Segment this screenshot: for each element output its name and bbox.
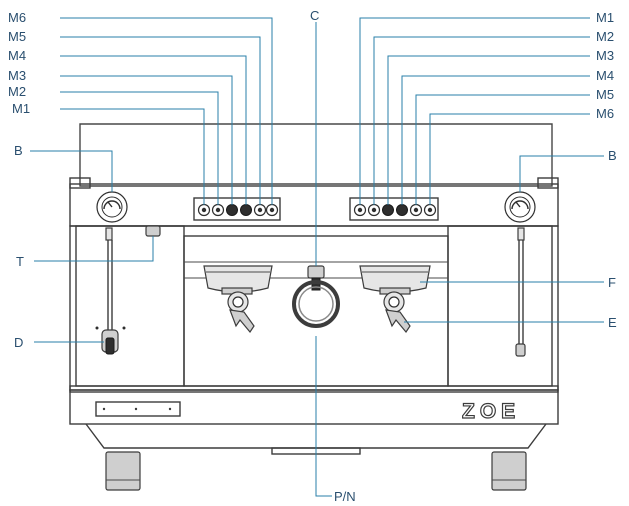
left-side-panel	[75, 225, 185, 387]
label-right-m4: M4	[596, 68, 614, 83]
hot-water-tap-icon	[145, 225, 161, 237]
label-left-m3: M3	[8, 68, 26, 83]
left-gauge-icon	[96, 191, 128, 223]
label-c: C	[310, 8, 319, 23]
label-b-left: B	[14, 143, 23, 158]
label-left-m5: M5	[8, 29, 26, 44]
right-side-panel	[447, 225, 553, 387]
left-button-panel	[193, 197, 281, 221]
zoe-logo: ZOE	[462, 400, 520, 423]
right-button-panel	[349, 197, 439, 221]
label-right-m5: M5	[596, 87, 614, 102]
left-steam-wand	[95, 227, 126, 355]
leader-lines	[30, 17, 604, 497]
right-group-head	[359, 265, 431, 334]
label-f: F	[608, 275, 616, 290]
label-d: D	[14, 335, 23, 350]
label-e: E	[608, 315, 617, 330]
right-gauge-icon	[504, 191, 536, 223]
left-foot	[105, 451, 141, 491]
label-left-m6: M6	[8, 10, 26, 25]
machine-frame	[69, 225, 559, 391]
label-right-m2: M2	[596, 29, 614, 44]
machine-body: ZOE	[69, 123, 559, 491]
right-foot	[491, 451, 527, 491]
name-plate	[95, 401, 181, 417]
label-left-m1: M1	[12, 101, 30, 116]
label-right-m6: M6	[596, 106, 614, 121]
label-left-m2: M2	[8, 84, 26, 99]
label-pn: P/N	[334, 489, 356, 504]
label-left-m4: M4	[8, 48, 26, 63]
label-t: T	[16, 254, 24, 269]
left-group-head	[203, 265, 273, 334]
label-b-right: B	[608, 148, 617, 163]
label-right-m1: M1	[596, 10, 614, 25]
callout-labels: M6 M5 M4 M3 M2 M1 M1 M2 M3 M4 M5 M6 C B …	[8, 8, 617, 504]
label-right-m3: M3	[596, 48, 614, 63]
base-strip	[69, 389, 559, 425]
center-outlet	[292, 265, 340, 328]
right-steam-wand	[515, 227, 526, 357]
control-panel	[69, 183, 559, 227]
